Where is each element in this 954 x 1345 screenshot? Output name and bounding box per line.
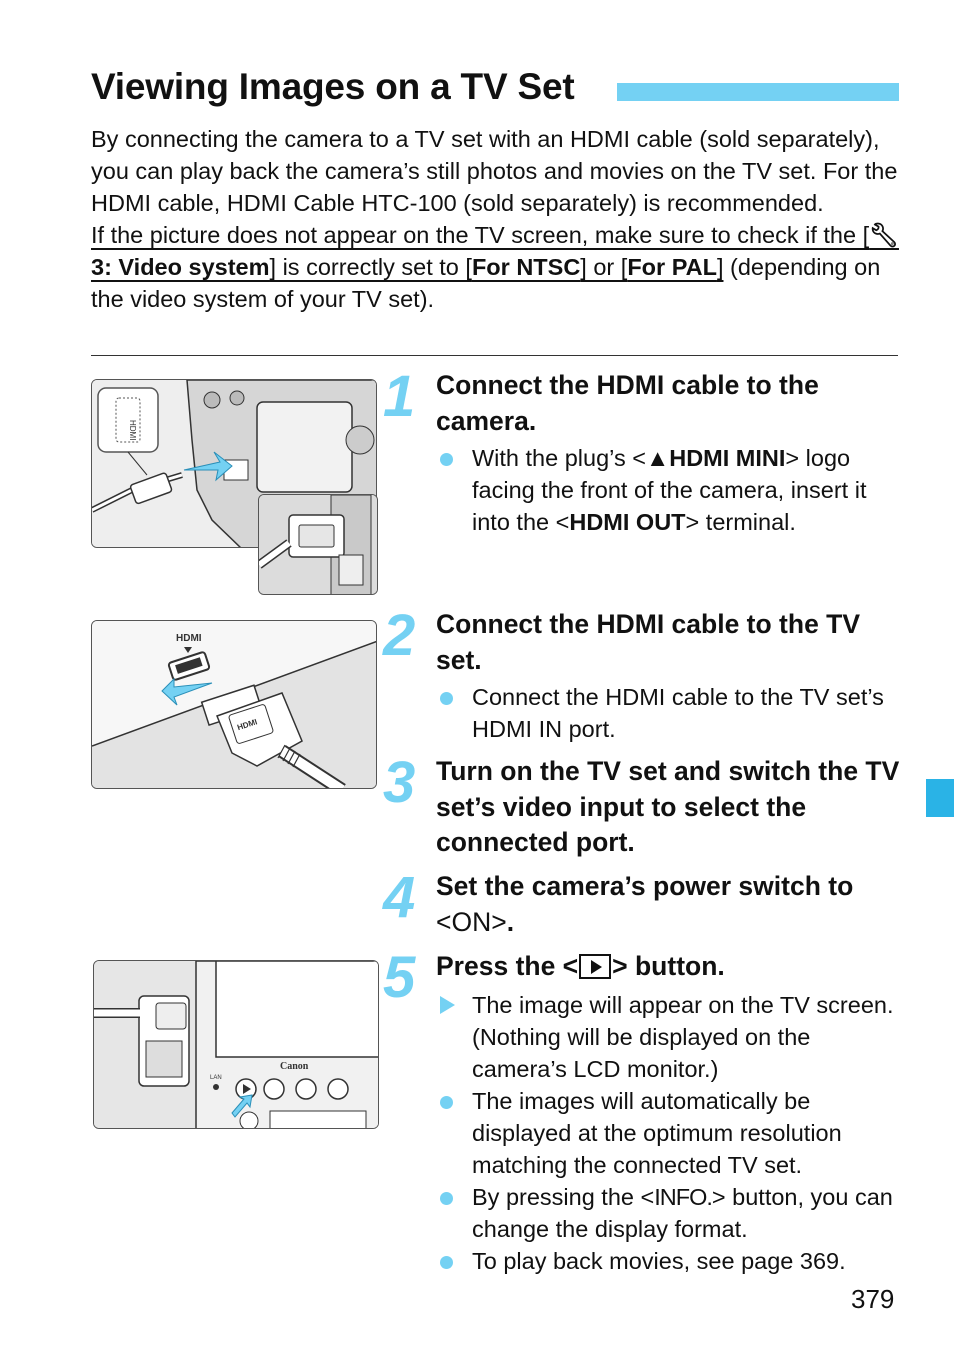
step-2-bullet: Connect the HDMI cable to the TV set’s H… [440, 681, 900, 745]
step-5-bullet-movies: To play back movies, see page 369. [440, 1245, 900, 1277]
hdmi-closeup-drawing [259, 495, 377, 594]
step-number-5: 5 [383, 945, 415, 1010]
step-4-heading: Set the camera’s power switch to <ON>. [436, 871, 854, 937]
intro-text: By connecting the camera to a TV set wit… [91, 123, 901, 315]
step-number-3: 3 [383, 750, 415, 815]
intro-paragraph-2: If the picture does not appear on the TV… [91, 222, 899, 312]
step-1-heading: Connect the HDMI cable to the camera. [436, 370, 819, 436]
intro-paragraph-1: By connecting the camera to a TV set wit… [91, 126, 898, 216]
step-number-2: 2 [383, 603, 415, 668]
tv-hdmi-drawing: HDMI HDMI [92, 621, 376, 788]
page-number: 379 [851, 1284, 895, 1314]
option-pal: For PAL [627, 254, 717, 280]
bullet-marker [440, 1245, 470, 1277]
hdmi-mini-logo-text: ▲HDMI MINI [645, 445, 786, 471]
chapter-side-tab [926, 779, 954, 817]
camera-brand-label: Canon [280, 1061, 309, 1072]
step-3-heading: Turn on the TV set and switch the TV set… [436, 756, 900, 857]
step-1-bullet: With the plug’s <▲HDMI MINI> logo facing… [440, 442, 900, 538]
illustration-camera-back: Canon LAN [93, 960, 379, 1129]
info-button-label: INFO. [654, 1184, 713, 1210]
arrow-marker [440, 989, 470, 1022]
tv-hdmi-label: HDMI [176, 633, 202, 644]
bullet-marker [440, 1085, 470, 1117]
page-title: Viewing Images on a TV Set [91, 66, 575, 107]
wrench-icon: 🔧︎ [869, 222, 899, 248]
title-accent-bar [617, 83, 899, 101]
step-5-result: The image will appear on the TV screen. … [440, 989, 900, 1085]
step-number-1: 1 [383, 364, 415, 429]
bullet-marker [440, 681, 470, 713]
menu-video-system: 3: Video system [91, 254, 270, 280]
step-number-4: 4 [383, 865, 415, 930]
step-2-heading: Connect the HDMI cable to the TV set. [436, 609, 861, 675]
intro-warning-underlined: If the picture does not appear on the TV… [91, 222, 899, 280]
camera-back-drawing: Canon LAN [94, 961, 378, 1128]
hdmi-mini-logo: HDMI [128, 420, 137, 440]
option-ntsc: For NTSC [471, 254, 581, 280]
step-5-heading: Press the <> button. [436, 951, 725, 981]
illustration-tv-hdmi-port: HDMI HDMI [91, 620, 377, 789]
step-5-bullet-info: By pressing the <INFO.> button, you can … [440, 1181, 900, 1245]
on-switch-label: <ON> [436, 906, 507, 937]
bullet-marker [440, 1181, 470, 1213]
bullet-marker [440, 442, 470, 474]
step-5-bullet-resolution: The images will automatically be display… [440, 1085, 900, 1181]
hdmi-out-terminal: HDMI OUT [569, 509, 686, 535]
playback-icon [579, 954, 612, 979]
section-divider [91, 355, 898, 356]
lan-label: LAN [210, 1075, 222, 1081]
illustration-hdmi-closeup [258, 494, 378, 595]
